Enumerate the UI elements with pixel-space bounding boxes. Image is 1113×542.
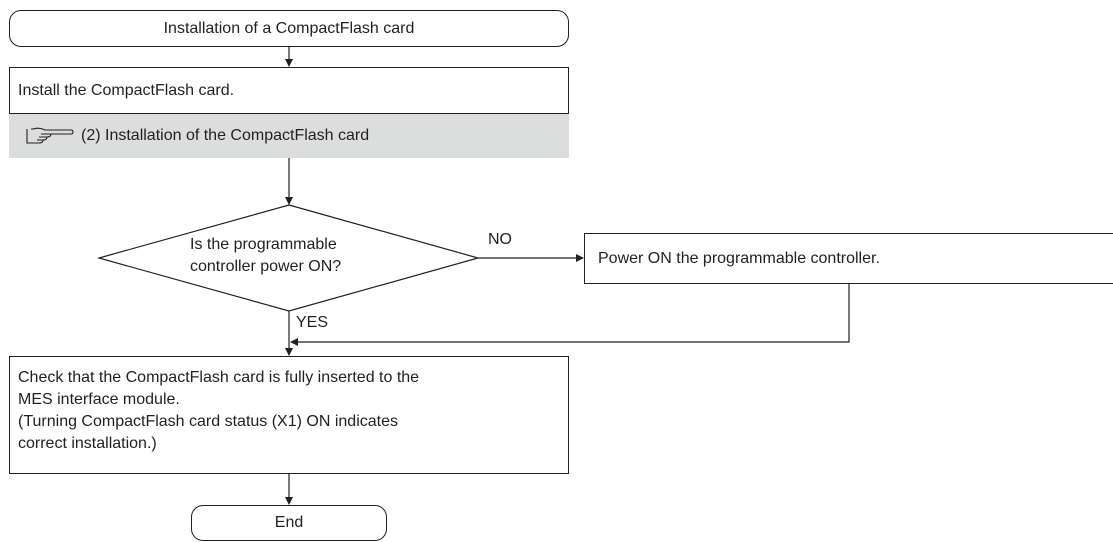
- power-on-step-label: Power ON the programmable controller.: [598, 249, 880, 267]
- check-step-label: Check that the CompactFlash card is full…: [18, 369, 420, 452]
- decision-text: Is the programmable controller power ON?: [190, 236, 342, 275]
- no-label: NO: [488, 231, 512, 248]
- end-terminator: End: [191, 505, 387, 541]
- start-terminator: Installation of a CompactFlash card: [9, 10, 569, 47]
- install-step-label: Install the CompactFlash card.: [18, 81, 235, 99]
- check-step: Check that the CompactFlash card is full…: [9, 356, 569, 474]
- return-line: [290, 283, 850, 346]
- reference-band: (2) Installation of the CompactFlash car…: [9, 114, 569, 158]
- power-on-step: Power ON the programmable controller.: [584, 233, 1113, 284]
- start-label: Installation of a CompactFlash card: [163, 19, 415, 37]
- end-label: End: [274, 514, 304, 531]
- pointing-hand-icon: [25, 124, 75, 148]
- yes-label: YES: [296, 314, 329, 331]
- reference-text: (2) Installation of the CompactFlash car…: [81, 127, 370, 144]
- install-step: Install the CompactFlash card.: [9, 67, 569, 114]
